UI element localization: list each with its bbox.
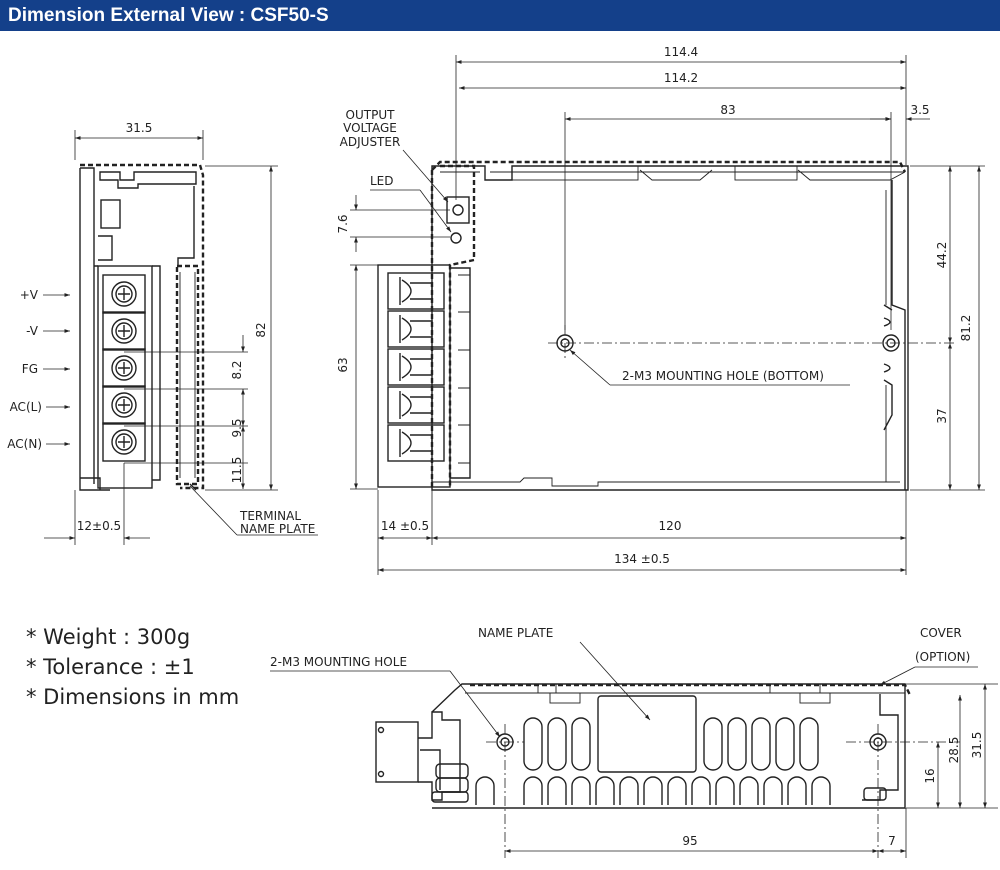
bottom-cover-height-dim: 28.5 <box>947 737 961 764</box>
weight-note: * Weight : 300g <box>26 625 191 649</box>
bottom-total-height-dim: 31.5 <box>970 732 984 759</box>
top-hole-spacing-dim: 83 <box>720 103 735 117</box>
top-total-length-dim: 114.4 <box>664 45 698 59</box>
top-overall-length-dim: 134 ±0.5 <box>614 552 670 566</box>
dimensions-note: * Dimensions in mm <box>26 685 240 709</box>
bottom-name-plate-label: NAME PLATE <box>478 626 553 640</box>
terminal-label-3: FG <box>22 362 38 376</box>
side-bottom-dim: 11.5 <box>230 457 244 484</box>
side-height-dim: 82 <box>254 322 268 337</box>
terminal-label-4: AC(L) <box>10 400 42 414</box>
side-offset-dim: 12±0.5 <box>77 519 121 533</box>
adjuster-label-3: ADJUSTER <box>340 135 401 149</box>
side-view: 31.5 <box>7 121 318 545</box>
top-mounting-label: 2-M3 MOUNTING HOLE (BOTTOM) <box>622 369 824 383</box>
top-body-length-dim: 120 <box>659 519 682 533</box>
terminal-label-2: -V <box>26 324 39 338</box>
page-title: Dimension External View : CSF50-S <box>8 5 329 26</box>
vent-slots-upper <box>523 717 819 771</box>
side-width-dim: 31.5 <box>126 121 153 135</box>
cover-label: COVER <box>920 626 962 640</box>
top-edge-offset-dim: 3.5 <box>910 103 929 117</box>
top-terminal-height-dim: 63 <box>336 357 350 372</box>
side-pitch-dim: 8.2 <box>230 360 244 379</box>
vent-slots-lower <box>475 776 831 805</box>
bottom-view: NAME PLATE 2-M3 MOUNTING HOLE COVER (OPT… <box>270 626 998 858</box>
adjuster-icon <box>446 196 470 224</box>
side-spacing-dim: 9.5 <box>230 418 244 437</box>
cover-option-label: (OPTION) <box>915 650 970 664</box>
bottom-edge-offset-dim: 7 <box>888 834 896 848</box>
led-icon <box>450 232 462 244</box>
spec-notes: * Weight : 300g * Tolerance : ±1 * Dimen… <box>26 622 239 712</box>
top-total-height-dim: 81.2 <box>959 315 973 342</box>
side-terminal-screws <box>102 274 146 462</box>
top-terminal-block-dim: 14 ±0.5 <box>381 519 429 533</box>
title-bar: Dimension External View : CSF50-S <box>0 0 1000 31</box>
bottom-mounting-label: 2-M3 MOUNTING HOLE <box>270 655 407 669</box>
top-terminal-slots <box>387 272 445 462</box>
bottom-hole-height-dim: 16 <box>923 768 937 783</box>
terminal-label-5: AC(N) <box>7 437 42 451</box>
bottom-hole-spacing-dim: 95 <box>682 834 697 848</box>
top-upper-height-dim: 44.2 <box>935 242 949 269</box>
adjuster-label-1: OUTPUT <box>346 108 396 122</box>
terminal-plate-label-1: TERMINAL <box>239 509 301 523</box>
top-inner-length-dim: 114.2 <box>664 71 698 85</box>
tolerance-note: * Tolerance : ±1 <box>26 655 195 679</box>
terminal-plate-label-2: NAME PLATE <box>240 522 315 536</box>
led-label: LED <box>370 174 394 188</box>
adjuster-label-2: VOLTAGE <box>343 121 397 135</box>
top-lower-height-dim: 37 <box>935 408 949 423</box>
terminal-label-1: +V <box>20 288 39 302</box>
top-view: 114.4 114.2 83 3.5 OUTPUT VOLTAGE ADJUST… <box>336 45 985 575</box>
top-led-offset-dim: 7.6 <box>336 214 350 233</box>
name-plate <box>597 695 697 773</box>
